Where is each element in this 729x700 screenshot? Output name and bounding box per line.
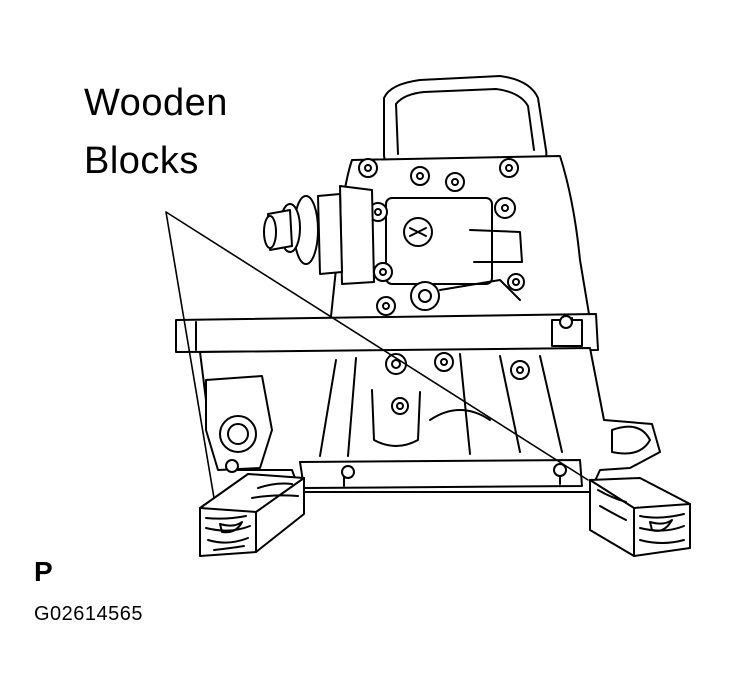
housing-flange: [175, 313, 599, 353]
upper-housing: [329, 155, 591, 340]
figure-code: G02614565: [34, 603, 144, 625]
lower-case: [199, 347, 661, 493]
wooden-block-right: [589, 477, 691, 557]
callout-leader-lines: [165, 211, 589, 499]
shift-lever-assembly: [263, 185, 375, 285]
view-marker: P: [34, 556, 53, 587]
callout-label-wooden: Wooden: [84, 82, 228, 124]
wooden-block-left: [199, 473, 305, 557]
callout-label-blocks: Blocks: [84, 140, 199, 182]
top-cover: [371, 75, 553, 165]
